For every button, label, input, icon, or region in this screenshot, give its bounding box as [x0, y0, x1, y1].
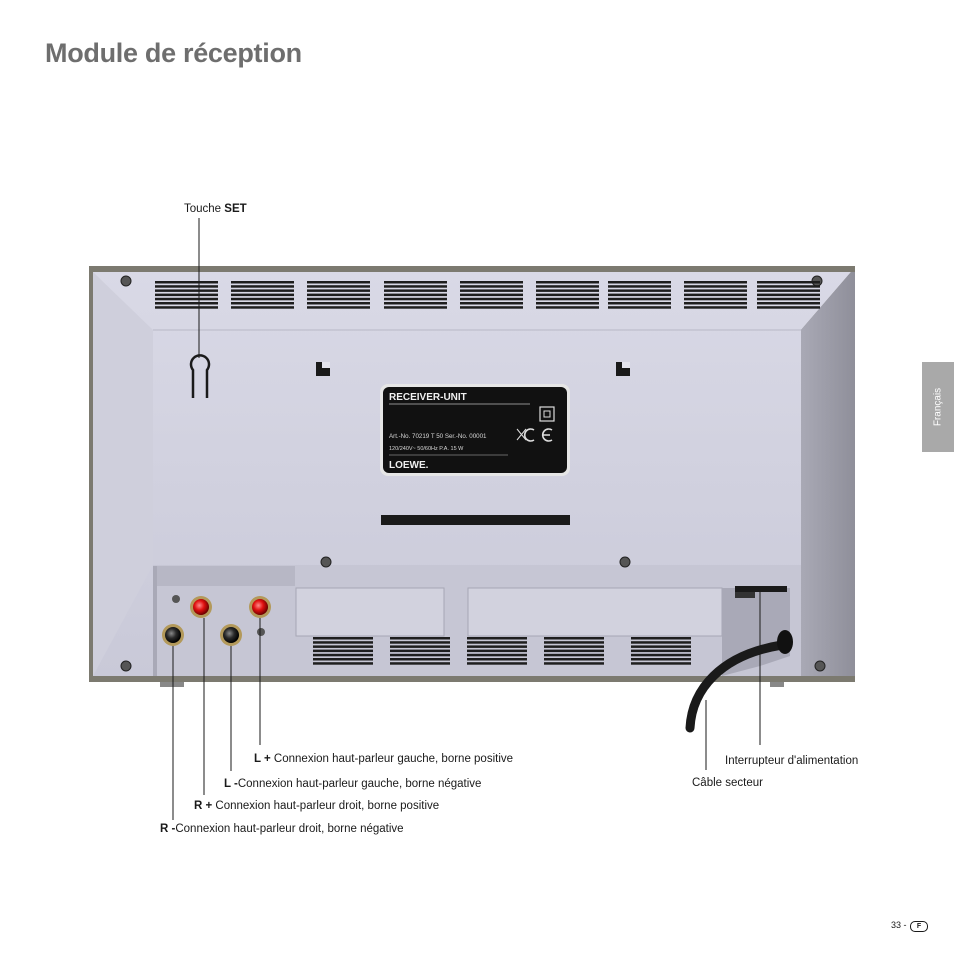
- page-number: 33 -: [891, 920, 907, 930]
- r-plus-terminal: [252, 599, 268, 615]
- page-language-badge: F: [910, 921, 928, 932]
- plate-brand: LOEWE.: [389, 460, 429, 471]
- screw-icon: [120, 275, 826, 672]
- callout-power-switch: Interrupteur d'alimentation: [725, 755, 859, 767]
- double-insulation-icon: [539, 406, 555, 422]
- plate-art-line: Art.-No. 70219 T 50 Ser.-No. 00001: [389, 433, 487, 440]
- callout-r-minus: R -Connexion haut-parleur droit, borne n…: [160, 823, 404, 835]
- plate-power-line: 120/240V~ 50/60Hz P.A. 15 W: [389, 446, 464, 452]
- ce-mark-icon: [523, 428, 535, 442]
- power-switch: [735, 586, 787, 592]
- keyhole-icon: [189, 354, 211, 398]
- speaker-terminals: [162, 595, 271, 646]
- ventilation-slot: [381, 515, 570, 525]
- l-minus-terminal: [223, 627, 239, 643]
- plate-heading: RECEIVER-UNIT: [389, 392, 467, 403]
- device-side-bevel: [801, 272, 855, 676]
- callout-l-minus: L -Connexion haut-parleur gauche, borne …: [224, 778, 482, 790]
- language-tab: Français: [922, 362, 954, 452]
- callout-r-plus: R + Connexion haut-parleur droit, borne …: [194, 800, 440, 812]
- r-minus-terminal: [165, 627, 181, 643]
- weee-icon: [516, 428, 527, 441]
- callout-mains-cable: Câble secteur: [692, 777, 763, 789]
- bottom-vent-grille: [313, 637, 691, 665]
- callout-l-plus: L + Connexion haut-parleur gauche, borne…: [254, 753, 514, 765]
- page-title: Module de réception: [45, 38, 302, 68]
- l-plus-terminal: [193, 599, 209, 615]
- top-vent-grille: [155, 281, 820, 309]
- callout-set-button: Touche SET: [184, 203, 247, 215]
- mains-cable: [685, 640, 787, 733]
